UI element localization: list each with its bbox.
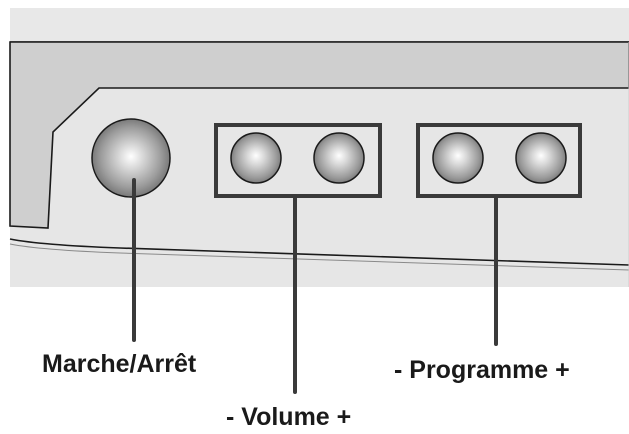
housing-bezel — [10, 8, 629, 42]
housing-lower-edge-2 — [9, 243, 629, 271]
power-button[interactable] — [91, 118, 171, 198]
volume-label: - Volume + — [226, 403, 352, 431]
volume-up-button[interactable] — [313, 132, 365, 184]
recessed-face — [9, 41, 629, 229]
power-label: Marche/Arrêt — [42, 350, 197, 378]
program-up-button[interactable] — [515, 132, 567, 184]
program-label: - Programme + — [394, 356, 570, 384]
volume-down-button[interactable] — [230, 132, 282, 184]
program-down-button[interactable] — [432, 132, 484, 184]
volume-button-group — [214, 123, 382, 198]
program-button-group — [416, 123, 582, 198]
housing-lower-edge — [9, 238, 629, 266]
